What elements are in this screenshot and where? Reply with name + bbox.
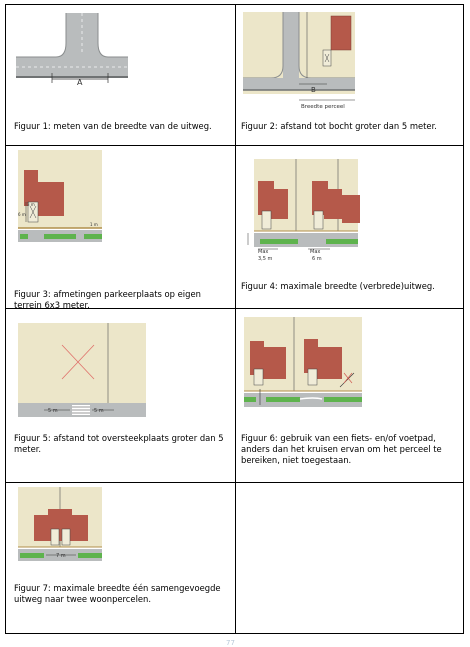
dimension-label-max-2: Max bbox=[310, 249, 320, 255]
dimension-label-6m: 6 m bbox=[18, 212, 26, 217]
dimension-label-6m: 6 m bbox=[312, 256, 322, 262]
dimension-label-3-5m: 3,5 m bbox=[258, 256, 273, 262]
figure-3-caption: Figuur 3: afmetingen parkeerplaats op ei… bbox=[14, 289, 201, 310]
figure-6-illustration bbox=[244, 317, 362, 407]
dimension-label-a: A bbox=[77, 78, 83, 87]
figure-1-caption: Figuur 1: meten van de breedte van de ui… bbox=[14, 121, 212, 131]
figure-6-caption: Figuur 6: gebruik van een fiets- en/of v… bbox=[241, 433, 442, 465]
figure-1-illustration: A bbox=[16, 13, 128, 89]
figure-2-illustration: B Breedte perceel bbox=[243, 12, 355, 110]
dimension-label-5m-left: 5 m bbox=[48, 408, 58, 414]
table-column-divider bbox=[235, 5, 236, 633]
figure-5-illustration: 5 m 5 m bbox=[18, 323, 146, 417]
figure-table: A Figuur 1: meten van de breedte van de … bbox=[5, 4, 464, 634]
dimension-label-max-1: Max bbox=[258, 249, 268, 255]
dimension-label-plot-width: Breedte perceel bbox=[301, 104, 345, 110]
dimension-label-5m-right: 5 m bbox=[94, 408, 104, 414]
dimension-label-3m: 3 m bbox=[27, 202, 35, 207]
table-row-divider bbox=[6, 308, 463, 309]
figure-7-caption: Figuur 7: maximale breedte één samengevo… bbox=[14, 583, 221, 604]
table-row-divider bbox=[6, 145, 463, 146]
figure-7-illustration: 7 m bbox=[18, 487, 102, 561]
dimension-label-1m: 1 m bbox=[90, 222, 98, 227]
figure-4-illustration: Max 3,5 m Max 6 m bbox=[247, 159, 360, 262]
figure-3-illustration: 3 m 6 m 1 m bbox=[18, 150, 102, 242]
figure-4-caption: Figuur 4: maximale breedte (verbrede)uit… bbox=[241, 281, 435, 291]
dimension-label-7m: 7 m bbox=[56, 553, 66, 559]
table-row-divider bbox=[6, 482, 463, 483]
dimension-label-b: B bbox=[311, 86, 316, 94]
figure-5-caption: Figuur 5: afstand tot oversteekplaats gr… bbox=[14, 433, 224, 454]
figure-2-caption: Figuur 2: afstand tot bocht groter dan 5… bbox=[241, 121, 437, 131]
page-number: 77 bbox=[226, 639, 235, 647]
